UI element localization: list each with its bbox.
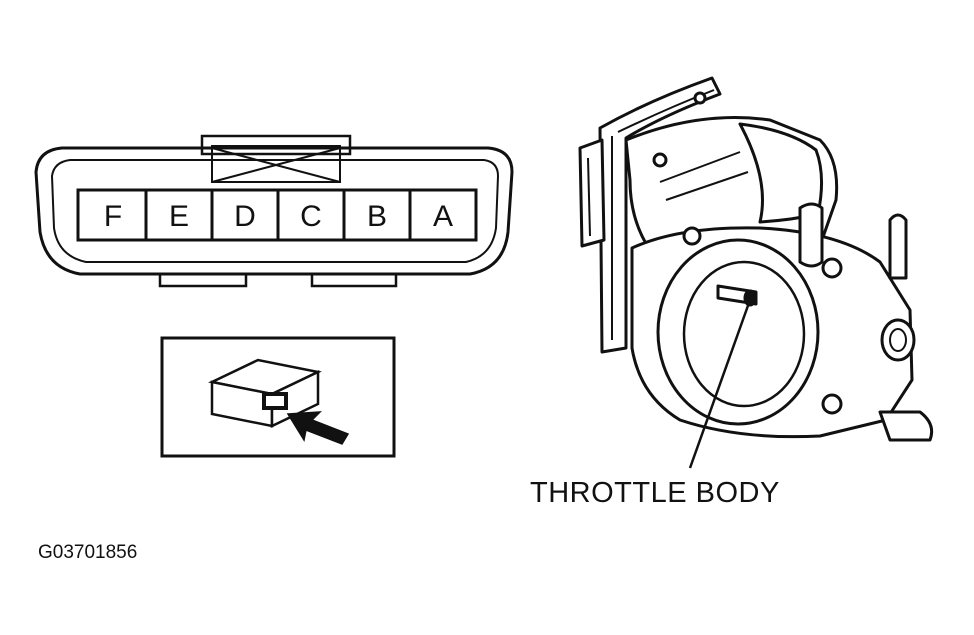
bolt-boss: [821, 393, 843, 415]
throttle-side-connector: [578, 138, 606, 248]
figure-id: G03701856: [38, 542, 137, 563]
bolt-boss: [821, 257, 843, 279]
pin-label-f: F: [104, 200, 122, 233]
inset-connector-block: [208, 358, 322, 428]
pin-label-c: C: [300, 200, 322, 233]
bolt-boss: [682, 226, 702, 246]
throttle-body-illustration: [578, 76, 934, 442]
callout-leader-line: [688, 299, 752, 469]
connector-lock-tab-inner: [211, 145, 341, 183]
pin-label-b: B: [367, 200, 387, 233]
inset-arrow-icon: [286, 411, 350, 445]
throttle-body-callout: THROTTLE BODY: [530, 477, 780, 509]
connector-face: [34, 134, 514, 288]
pin-label-e: E: [169, 200, 189, 233]
lock-tab-cross-2: [211, 147, 341, 183]
throttle-sensor-pipe: [798, 202, 824, 268]
throttle-coolant-pipe: [878, 410, 934, 442]
connector-bottom-key-right: [310, 272, 398, 288]
connector-bottom-key-left: [158, 272, 248, 288]
inset-frame: [160, 336, 396, 458]
connector-housing: [34, 146, 514, 276]
bolt-boss: [652, 152, 668, 168]
throttle-nipple: [888, 213, 908, 280]
connector-lock-tab: [200, 134, 352, 156]
throttle-shaft-marker: [743, 289, 757, 307]
connector-inner-rim: [50, 159, 500, 263]
pin-labels: F E D C B A: [104, 200, 453, 233]
throttle-bore-inner: [682, 260, 806, 408]
pin-label-a: A: [433, 200, 453, 233]
bolt-boss: [693, 91, 707, 105]
connector-view-inset: [160, 336, 396, 458]
pin-label-d: D: [234, 200, 256, 233]
